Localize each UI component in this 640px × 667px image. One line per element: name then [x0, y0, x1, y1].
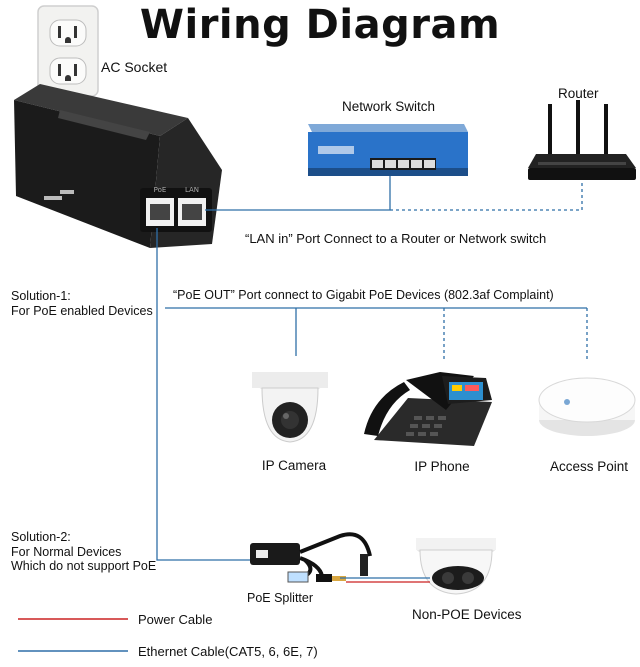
network-switch-label: Network Switch: [342, 99, 436, 114]
router-label: Router: [558, 86, 599, 101]
solution1-title: Solution-1:: [11, 289, 71, 303]
ip-phone-icon: [364, 372, 492, 446]
poe-out-label: “PoE OUT” Port connect to Gigabit PoE De…: [173, 288, 554, 302]
legend-ethernet-label: Ethernet Cable(CAT5, 6, 6E, 7): [138, 644, 318, 659]
solution2-title: Solution-2:: [11, 530, 71, 544]
solution2-desc: For Normal Devices: [11, 545, 122, 559]
page-title: Wiring Diagram: [139, 2, 501, 48]
ac-socket-label: AC Socket: [101, 59, 168, 75]
non-poe-camera-icon: [416, 538, 496, 595]
ip-phone-label: IP Phone: [414, 459, 470, 474]
poe-injector-icon: PoE LAN: [14, 84, 222, 248]
solution2-desc-2: Which do not support PoE: [11, 559, 157, 573]
optional-lines: [390, 182, 588, 360]
access-point-label: Access Point: [549, 459, 629, 474]
solution1-desc: For PoE enabled Devices: [11, 304, 153, 318]
network-switch-icon: [308, 124, 468, 176]
injector-port-lan-label: LAN: [185, 186, 199, 194]
ac-socket-icon: [37, 5, 99, 97]
access-point-icon: [538, 377, 636, 436]
poe-splitter-icon: [250, 532, 372, 583]
non-poe-label: Non-POE Devices: [412, 607, 522, 622]
poe-splitter-label: PoE Splitter: [247, 591, 314, 605]
injector-port-poe-label: PoE: [154, 186, 167, 194]
legend-power-label: Power Cable: [138, 612, 213, 627]
ip-camera-label: IP Camera: [261, 458, 327, 473]
lan-in-label: “LAN in” Port Connect to a Router or Net…: [245, 231, 547, 246]
ip-camera-icon: [252, 372, 328, 443]
router-icon: [528, 100, 636, 180]
